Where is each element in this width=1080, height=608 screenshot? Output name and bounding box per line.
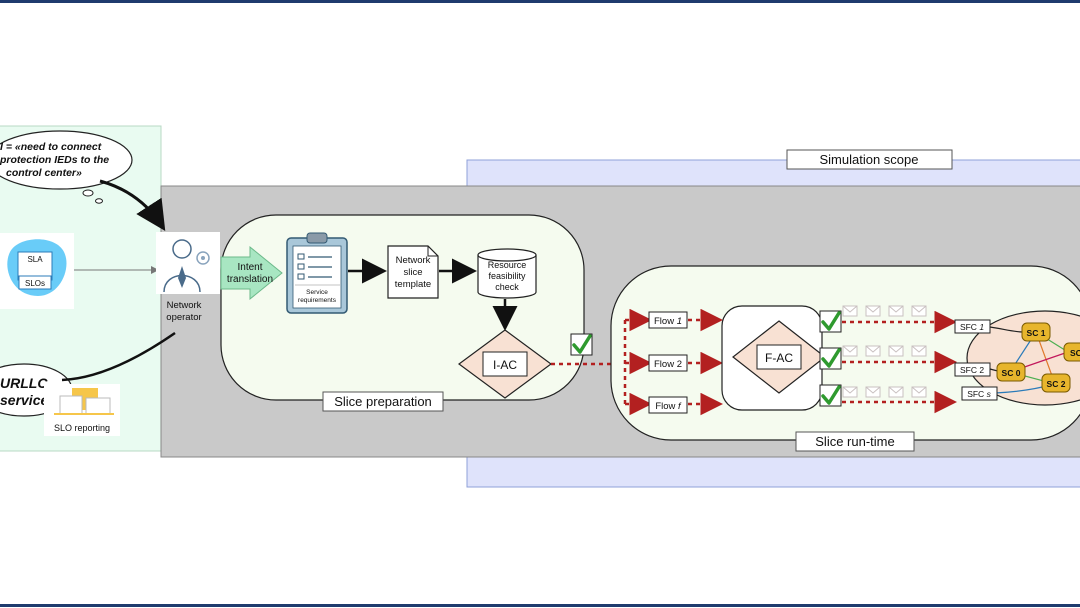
flow-2-box: Flow 2 [648, 354, 688, 372]
sc-partial-node: SC [1063, 342, 1080, 362]
sc-1-label: SC 1 [1027, 328, 1046, 338]
top-frame-line [0, 0, 1080, 3]
slo-reporting: SLO reporting [44, 384, 120, 436]
resource-feasibility-check: Resource feasibility check [477, 248, 537, 299]
packet-icons [842, 305, 927, 398]
intent-translation-line-1: Intent [237, 262, 262, 273]
iac-check-icon [570, 333, 593, 356]
sc-0-label: SC 0 [1002, 368, 1021, 378]
slice-preparation-label: Slice preparation [322, 391, 444, 412]
operator-to-service-line [61, 331, 176, 382]
sc-0-node: SC 0 [996, 362, 1026, 382]
service-requirements-line-1: Service [306, 289, 328, 296]
flow-1-name: Flow [654, 316, 677, 327]
flow-f-box: Flow f [648, 396, 688, 414]
intent-bubble: I = «need to connect protection IEDs to … [0, 130, 133, 204]
sla-card: SLA SLOs [0, 233, 74, 309]
fac-check-icon-1 [819, 310, 842, 333]
svg-text:Flow 1: Flow 1 [654, 316, 682, 327]
intent-line-2: protection IEDs to the [0, 154, 109, 166]
service-requirements-clipboard: Service requirements [286, 232, 348, 314]
sc-1-node: SC 1 [1021, 322, 1051, 342]
sfc-s-label: SFC s [961, 386, 998, 401]
sfc-1-label: SFC 1 [954, 319, 991, 334]
flow-1-box: Flow 1 [648, 311, 688, 329]
sc-2-label: SC 2 [1047, 379, 1066, 389]
intent-translation-arrow: Intent translation [220, 245, 283, 301]
urllc-line-2: service [0, 392, 48, 408]
operator-label-2: operator [166, 312, 201, 323]
sfc-2-label: SFC 2 [954, 362, 991, 377]
intent-translation-line-2: translation [227, 274, 273, 285]
fac-check-icon-3 [819, 384, 842, 407]
fac-diamond: F-AC [732, 320, 826, 394]
flow-2-name: Flow 2 [654, 359, 682, 370]
slice-runtime-label: Slice run-time [795, 431, 915, 452]
resource-check-line-1: Resource [488, 260, 527, 270]
sfc-s-name: SFC [967, 389, 986, 399]
network-operator: Network operator [156, 232, 220, 323]
sc-partial-label: SC [1070, 348, 1080, 358]
slice-runtime-text: Slice run-time [815, 434, 894, 449]
fac-label: F-AC [765, 351, 793, 365]
sfc-1-name: SFC [960, 322, 979, 332]
svg-text:Flow f: Flow f [655, 401, 682, 412]
simulation-scope-label: Simulation scope [786, 149, 953, 170]
resource-check-line-3: check [495, 282, 519, 292]
resource-check-line-2: feasibility [488, 271, 526, 281]
flow-f-index: f [678, 401, 682, 412]
fac-check-icon-2 [819, 347, 842, 370]
intent-to-operator-arrow [99, 179, 166, 232]
operator-label-1: Network [167, 300, 202, 311]
iac-label: I-AC [493, 358, 517, 372]
template-line-3: template [395, 279, 431, 290]
sla-label: SLA [27, 255, 43, 264]
sfc-2-name: SFC 2 [960, 365, 984, 375]
sc-2-node: SC 2 [1041, 373, 1071, 393]
intent-line-3: control center» [6, 167, 82, 179]
intent-line-1: I = «need to connect [0, 141, 102, 153]
slo-reporting-label: SLO reporting [54, 423, 110, 433]
svg-text:SFC 1: SFC 1 [960, 322, 984, 332]
slice-preparation-text: Slice preparation [334, 394, 432, 409]
service-requirements-line-2: requirements [298, 297, 337, 304]
sfc-1-index: 1 [979, 322, 984, 332]
template-line-1: Network [396, 255, 431, 266]
iac-diamond: I-AC [457, 329, 553, 399]
network-slice-template: Network slice template [387, 245, 439, 299]
flow-1-index: 1 [677, 316, 682, 327]
simulation-scope-text: Simulation scope [820, 152, 919, 167]
urllc-line-1: URLLC [0, 375, 48, 391]
sfc-s-index: s [987, 389, 992, 399]
slos-label: SLOs [25, 279, 45, 288]
template-line-2: slice [403, 267, 422, 278]
bottom-frame-line [0, 604, 1080, 607]
svg-text:SFC s: SFC s [967, 389, 991, 399]
operator-icon [163, 239, 210, 293]
flow-f-name: Flow [655, 401, 678, 412]
